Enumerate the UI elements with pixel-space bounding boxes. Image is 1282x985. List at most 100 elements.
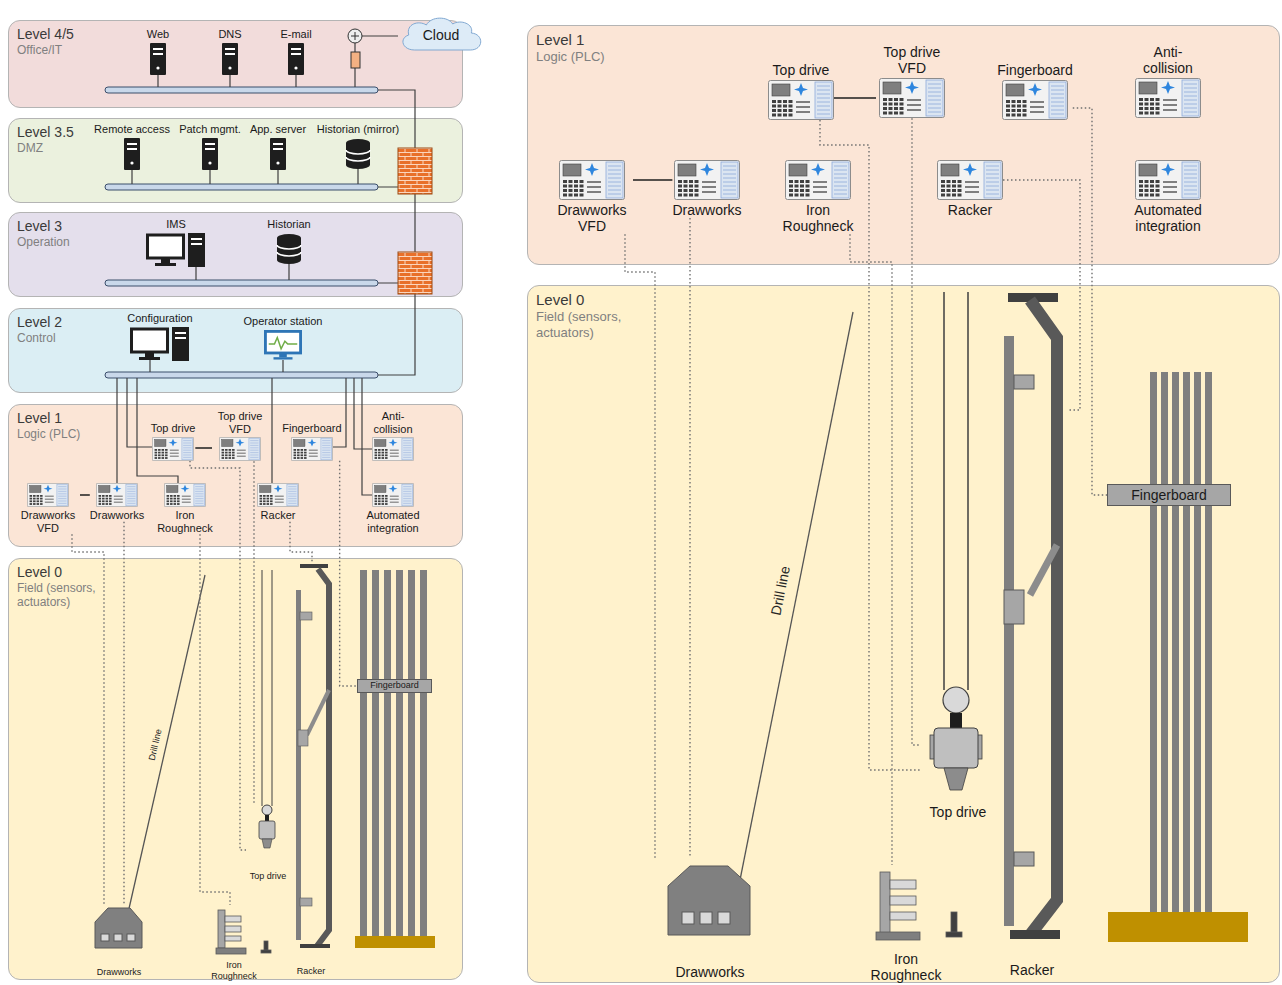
database-icon: [277, 234, 301, 264]
server-icon: [222, 43, 238, 75]
plc-icon: [45, 496, 54, 497]
plc-icon: [928, 112, 941, 113]
plc-icon: [152, 437, 194, 461]
pipe-stand: [396, 570, 403, 938]
plc-icon: [309, 455, 318, 456]
plc-icon: [1145, 107, 1149, 110]
plc-icon: [1184, 182, 1197, 183]
plc-icon: [378, 495, 381, 497]
plc-icon: [1006, 109, 1010, 112]
plc-icon: [219, 438, 260, 461]
plc-icon: [1017, 109, 1021, 112]
plc-icon: [900, 107, 904, 110]
plc-icon: [569, 194, 573, 197]
level-band: Level 0Field (sensors, actuators)Fingerb…: [8, 558, 463, 980]
equipment-label: Iron Roughneck: [864, 951, 948, 983]
plc-icon: [580, 189, 584, 192]
top-drive-figure: [974, 735, 982, 759]
plc-icon: [785, 160, 851, 200]
plc-icon: [372, 437, 414, 461]
plc-icon: [986, 182, 999, 183]
plc-icon: [772, 100, 776, 103]
plc-icon: [304, 451, 307, 453]
signal-cable: [1003, 180, 1080, 410]
fingerboard-label: Fingerboard: [370, 681, 419, 690]
plc-icon: [232, 452, 235, 454]
plc-icon: [811, 163, 825, 176]
plc-icon: [789, 114, 793, 117]
plc-icon: [608, 178, 621, 179]
server-icon: [273, 143, 283, 145]
plc-icon: [1184, 104, 1197, 105]
plc-icon: [162, 449, 165, 451]
level-title: Level 3: [17, 218, 454, 235]
plc-icon: [195, 489, 203, 490]
plc-icon: [1145, 112, 1149, 115]
plc-icon: [1184, 174, 1197, 175]
plc-icon: [1051, 110, 1064, 111]
plc-node: Drawworks: [90, 483, 144, 522]
plc-icon: [390, 456, 399, 457]
level-band: Level 1Logic (PLC)Top driveTop drive VFD…: [527, 25, 1280, 265]
plc-icon: [304, 454, 307, 456]
plc-icon: [723, 166, 736, 167]
workstation-icon: [172, 327, 189, 361]
plc-icon: [937, 160, 1003, 200]
racker-figure: [307, 690, 329, 735]
plc-icon: [789, 180, 793, 183]
plc-icon: [1028, 83, 1042, 96]
plc-icon: [33, 495, 36, 497]
plc-icon: [1163, 104, 1177, 106]
drawworks-figure: [668, 866, 750, 935]
node-label: Fingerboard: [282, 422, 341, 435]
plc-icon: [127, 501, 135, 502]
pipe-stand: [1183, 372, 1190, 914]
database-icon: [345, 138, 371, 170]
plc-icon: [385, 503, 388, 505]
workstation-icon: [132, 329, 168, 352]
plc-icon: [194, 484, 205, 506]
plc-icon: [559, 160, 625, 200]
plc-icon: [947, 185, 951, 188]
plc-icon: [574, 185, 578, 188]
plc-icon: [879, 78, 945, 118]
plc-icon: [174, 500, 177, 502]
workstation-icon: [175, 337, 186, 339]
plc-icon: [1184, 186, 1197, 187]
plc-icon: [986, 186, 999, 187]
router: [348, 29, 362, 68]
plc-icon: [1023, 109, 1027, 112]
plc-icon: [158, 449, 161, 451]
plc-icon: [984, 162, 1001, 198]
workstation-icon: [175, 332, 186, 334]
plc-icon: [889, 112, 893, 115]
plc-icon: [789, 100, 793, 103]
plc-icon: [106, 498, 109, 500]
plc-icon: [1003, 81, 1068, 120]
plc-icon: [1145, 194, 1149, 197]
plc-icon: [574, 180, 578, 183]
iron-roughneck-figure: [218, 910, 225, 948]
plc-icon: [1139, 103, 1143, 106]
plc-icon: [1150, 194, 1154, 197]
plc-icon: [390, 450, 399, 451]
drive-link: [195, 447, 212, 449]
cloud-outline: [403, 18, 481, 50]
plc-icon: [96, 483, 138, 507]
database-icon: [276, 233, 302, 265]
plc-icon: [796, 101, 810, 103]
plc-icon: [1135, 78, 1201, 118]
plc-icon: [965, 181, 979, 183]
plc-node: Racker: [937, 160, 1003, 218]
plc-icon: [783, 100, 787, 103]
plc-icon: [288, 486, 296, 487]
top-drive-figure: [259, 292, 982, 848]
plc-icon: [403, 445, 411, 446]
plc-icon: [37, 495, 40, 497]
plc-icon: [817, 102, 830, 103]
plc-icon: [372, 483, 414, 507]
level-subtitle: DMZ: [17, 141, 137, 155]
plc-icon: [683, 185, 687, 188]
pipe-stand: [1172, 372, 1179, 914]
plc-icon: [723, 170, 736, 171]
